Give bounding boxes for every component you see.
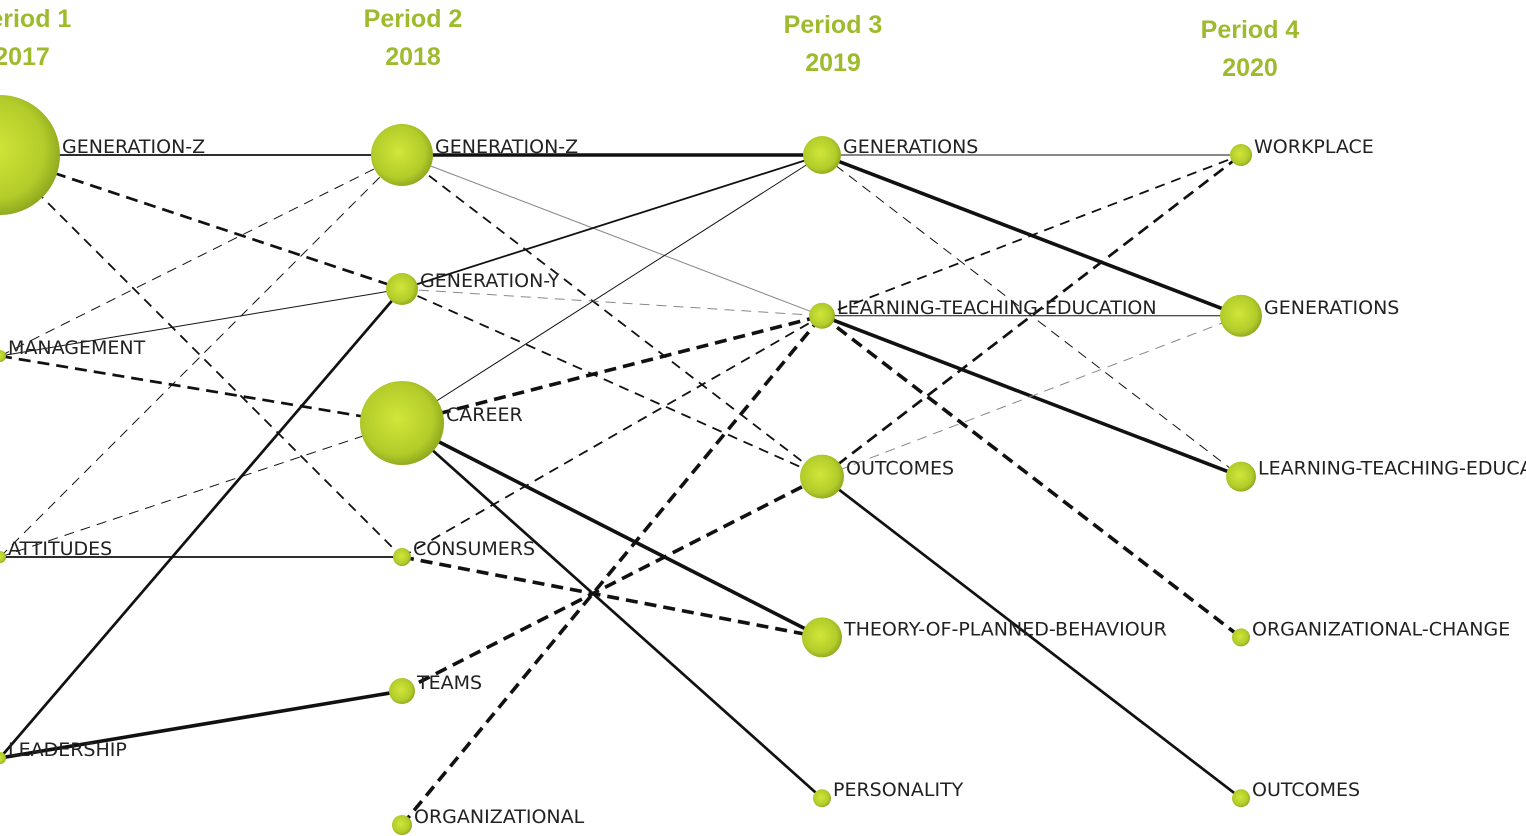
edge-p2_genz-p3_out: [401, 154, 823, 478]
node-p4_gens[interactable]: [1220, 294, 1262, 337]
edge-p2_cons-p3_tpb: [401, 555, 823, 640]
edge-p3_lte-p4_work: [821, 154, 1242, 317]
node-label: THEORY-OF-PLANNED-BEHAVIOUR: [843, 618, 1167, 640]
edge-p2_geny-p3_out: [401, 288, 823, 478]
node-p1_mgmt[interactable]: [0, 350, 6, 362]
period-year: 2018: [385, 43, 441, 71]
period-label: Period 4: [1200, 16, 1300, 44]
node-p2_geny[interactable]: [386, 273, 418, 305]
edge-p1_att-p2_career: [0, 422, 403, 558]
node-label: PERSONALITY: [833, 779, 964, 801]
node-p4_work[interactable]: [1230, 144, 1252, 166]
edge-p1_mgmt-p2_genz: [0, 154, 403, 357]
edge-p1_genz-p2_cons: [0, 154, 403, 558]
node-label: OUTCOMES: [846, 458, 954, 480]
edge-p2_genz-p3_lte: [401, 154, 823, 317]
period-4-title: Period 4 2020: [1170, 11, 1330, 87]
node-label: ORGANIZATIONAL: [414, 806, 585, 828]
period-3-title: Period 3 2019: [753, 6, 913, 82]
node-p2_org[interactable]: [392, 815, 412, 835]
node-label: GENERATIONS: [843, 136, 978, 158]
period-1-title: Period 1 2017: [0, 0, 102, 76]
edge-p2_career-p3_gens: [401, 154, 823, 424]
period-year: 2019: [805, 49, 861, 77]
edge-p2_career-p3_tpb: [401, 421, 823, 640]
node-label: ORGANIZATIONAL-CHANGE: [1252, 618, 1510, 640]
node-label: OUTCOMES: [1252, 779, 1360, 801]
node-p4_orgc[interactable]: [1232, 628, 1250, 647]
edge-p1_mgmt-p2_career: [0, 354, 403, 425]
node-label: ATTITUDES: [8, 538, 112, 560]
edge-p2_geny-p3_gens: [401, 154, 823, 290]
node-p3_pers[interactable]: [813, 789, 831, 808]
node-label: LEARNING-TEACHING-EDUCATION: [837, 297, 1157, 319]
period-2-title: Period 2 2018: [333, 0, 493, 76]
edge-p1_genz-p2_geny: [0, 153, 403, 291]
node-p2_cons[interactable]: [393, 548, 411, 566]
node-p1_att[interactable]: [0, 551, 6, 563]
node-label: CAREER: [446, 404, 523, 426]
node-label: GENERATIONS: [1264, 297, 1399, 319]
node-label: LEADERSHIP: [8, 739, 127, 761]
node-p2_teams[interactable]: [389, 678, 415, 704]
node-p2_career[interactable]: [360, 381, 444, 465]
edge-p2_career-p3_lte: [401, 314, 823, 425]
node-p3_tpb[interactable]: [802, 617, 842, 658]
edge-p3_out-p4_gens: [821, 315, 1242, 478]
edge-p2_cons-p3_lte: [401, 315, 823, 558]
edge-p3_lte-p4_orgc: [820, 314, 1243, 639]
edge-p1_lead-p2_teams: [0, 689, 403, 760]
period-label: Period 1: [0, 5, 72, 33]
edge-p1_lead-p2_geny: [0, 288, 404, 759]
node-p3_lte[interactable]: [809, 302, 835, 329]
node-label: TEAMS: [416, 672, 482, 694]
node-p1_lead[interactable]: [0, 752, 6, 764]
node-label: WORKPLACE: [1254, 136, 1374, 158]
edge-p2_teams-p3_out: [401, 474, 823, 693]
node-p4_out[interactable]: [1232, 789, 1250, 808]
edge-p1_att-p2_genz: [0, 154, 403, 558]
edge-p2_career-p3_pers: [401, 421, 823, 800]
edge-p2_org-p3_lte: [400, 314, 824, 827]
edge-p1_mgmt-p2_geny: [0, 288, 403, 357]
node-label: CONSUMERS: [413, 538, 535, 560]
node-label: MANAGEMENT: [8, 337, 146, 359]
node-p1_genz[interactable]: [0, 95, 60, 215]
edge-p3_out-p4_out: [821, 475, 1242, 800]
period-year: 2017: [0, 43, 50, 71]
period-label: Period 3: [783, 11, 883, 39]
edge-p3_out-p4_work: [821, 153, 1242, 478]
node-p2_genz[interactable]: [371, 124, 433, 186]
node-label: GENERATION-Z: [62, 136, 205, 158]
node-p3_out[interactable]: [800, 454, 844, 499]
node-p4_lte[interactable]: [1226, 461, 1256, 492]
node-label: LEARNING-TEACHING-EDUCATION: [1258, 458, 1526, 480]
period-year: 2020: [1222, 54, 1278, 82]
node-p3_gens[interactable]: [803, 136, 841, 174]
edge-p2_geny-p3_lte: [401, 288, 823, 317]
node-label: GENERATION-Y: [420, 270, 560, 292]
node-label: GENERATION-Z: [435, 136, 578, 158]
period-label: Period 2: [363, 5, 463, 33]
